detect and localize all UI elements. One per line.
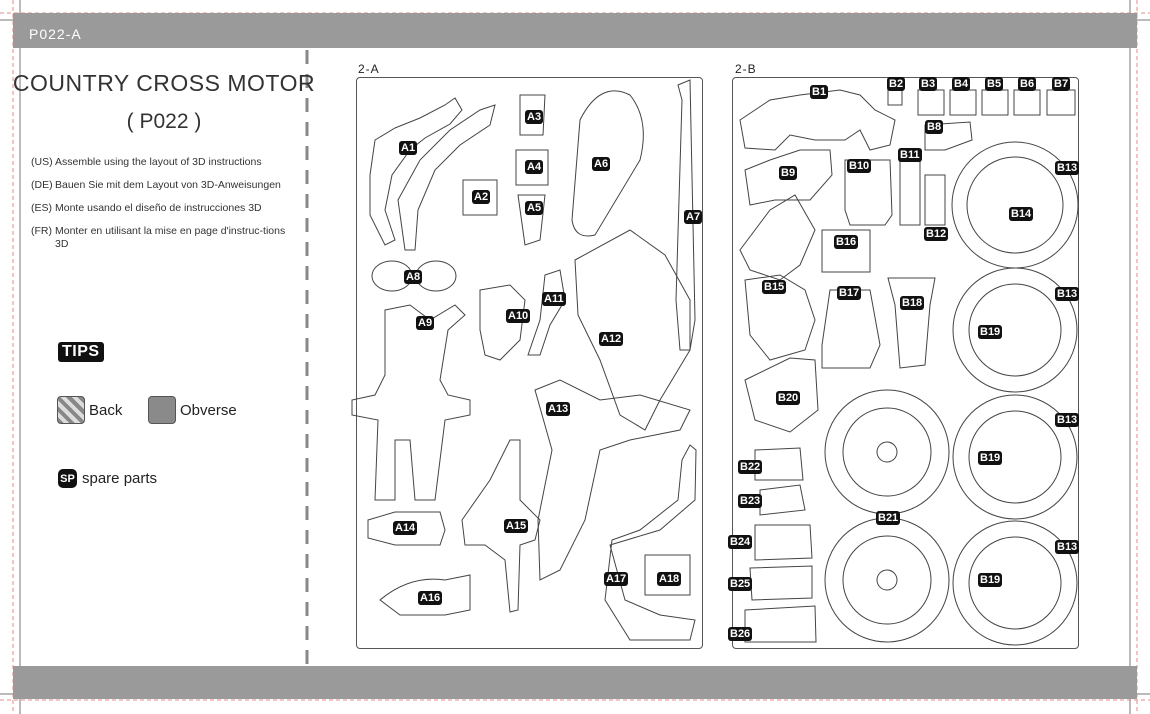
part-label-b4: B4 bbox=[952, 77, 971, 91]
part-label-a17: A17 bbox=[604, 572, 629, 586]
instruction-es: (ES)Monte usando el diseño de instruccio… bbox=[31, 202, 262, 214]
part-label-b10: B10 bbox=[847, 159, 872, 173]
part-label-b11: B11 bbox=[898, 148, 922, 162]
part-label-b12: B12 bbox=[924, 227, 949, 241]
part-label-a5: A5 bbox=[525, 201, 544, 215]
part-label-a18: A18 bbox=[657, 572, 682, 586]
part-label-a4: A4 bbox=[525, 160, 544, 174]
part-label-a1: A1 bbox=[399, 141, 418, 155]
part-label-b6: B6 bbox=[1018, 77, 1037, 91]
part-label-a9: A9 bbox=[416, 316, 435, 330]
part-label-b13: B13 bbox=[1055, 540, 1080, 554]
part-label-b14: B14 bbox=[1009, 207, 1034, 221]
part-label-b24: B24 bbox=[728, 535, 753, 549]
part-label-b13: B13 bbox=[1055, 287, 1080, 301]
sheet-b-label: 2-B bbox=[735, 62, 757, 76]
spare-badge: SP bbox=[58, 469, 77, 488]
part-label-b15: B15 bbox=[762, 280, 787, 294]
part-label-a8: A8 bbox=[404, 270, 423, 284]
part-label-a13: A13 bbox=[546, 402, 571, 416]
legend-obverse: Obverse bbox=[148, 396, 237, 424]
part-label-a14: A14 bbox=[393, 521, 418, 535]
part-label-b19: B19 bbox=[978, 573, 1003, 587]
part-label-a12: A12 bbox=[599, 332, 624, 346]
model-code: ( P022 ) bbox=[126, 110, 202, 133]
part-label-b2: B2 bbox=[887, 77, 906, 91]
header-bar: P022-A bbox=[13, 13, 1137, 48]
part-label-b16: B16 bbox=[834, 235, 859, 249]
instruction-us: (US)Assemble using the layout of 3D inst… bbox=[31, 156, 262, 168]
part-label-a3: A3 bbox=[525, 110, 544, 124]
part-label-b20: B20 bbox=[776, 391, 801, 405]
page-title: COUNTRY CROSS MOTOR bbox=[12, 70, 316, 96]
grey-swatch-icon bbox=[148, 396, 176, 424]
sheet-b bbox=[732, 77, 1079, 649]
tips-badge: TIPS bbox=[58, 342, 104, 362]
part-label-b5: B5 bbox=[985, 77, 1004, 91]
part-label-b19: B19 bbox=[978, 325, 1003, 339]
footer-bar bbox=[13, 666, 1137, 699]
part-label-b9: B9 bbox=[779, 166, 798, 180]
sheet-a bbox=[356, 77, 703, 649]
instruction-de: (DE)Bauen Sie mit dem Layout von 3D-Anwe… bbox=[31, 179, 281, 191]
part-label-a16: A16 bbox=[418, 591, 443, 605]
instruction-fr: (FR)Monter en utilisant la mise en page … bbox=[31, 225, 286, 250]
part-label-b17: B17 bbox=[837, 286, 862, 300]
hatched-swatch-icon bbox=[57, 396, 85, 424]
part-label-b19: B19 bbox=[978, 451, 1003, 465]
part-label-a6: A6 bbox=[592, 157, 611, 171]
part-label-b23: B23 bbox=[738, 494, 763, 508]
part-label-a10: A10 bbox=[506, 309, 531, 323]
part-label-b18: B18 bbox=[900, 296, 925, 310]
part-label-a2: A2 bbox=[472, 190, 491, 204]
part-label-b25: B25 bbox=[728, 577, 753, 591]
sheet-a-label: 2-A bbox=[358, 62, 380, 76]
part-label-b13: B13 bbox=[1055, 161, 1080, 175]
part-label-b1: B1 bbox=[810, 85, 829, 99]
instruction-list: (US)Assemble using the layout of 3D inst… bbox=[31, 156, 301, 261]
part-label-b22: B22 bbox=[738, 460, 763, 474]
part-label-b21: B21 bbox=[876, 511, 901, 525]
part-label-b8: B8 bbox=[925, 120, 944, 134]
part-label-a15: A15 bbox=[504, 519, 529, 533]
part-label-a7: A7 bbox=[684, 210, 703, 224]
part-label-a11: A11 bbox=[542, 292, 566, 306]
legend-spare: SP spare parts bbox=[58, 469, 157, 488]
page-code: P022-A bbox=[29, 26, 82, 42]
part-label-b7: B7 bbox=[1052, 77, 1071, 91]
legend-back: Back bbox=[57, 396, 122, 424]
part-label-b26: B26 bbox=[728, 627, 753, 641]
part-label-b3: B3 bbox=[919, 77, 938, 91]
part-label-b13: B13 bbox=[1055, 413, 1080, 427]
